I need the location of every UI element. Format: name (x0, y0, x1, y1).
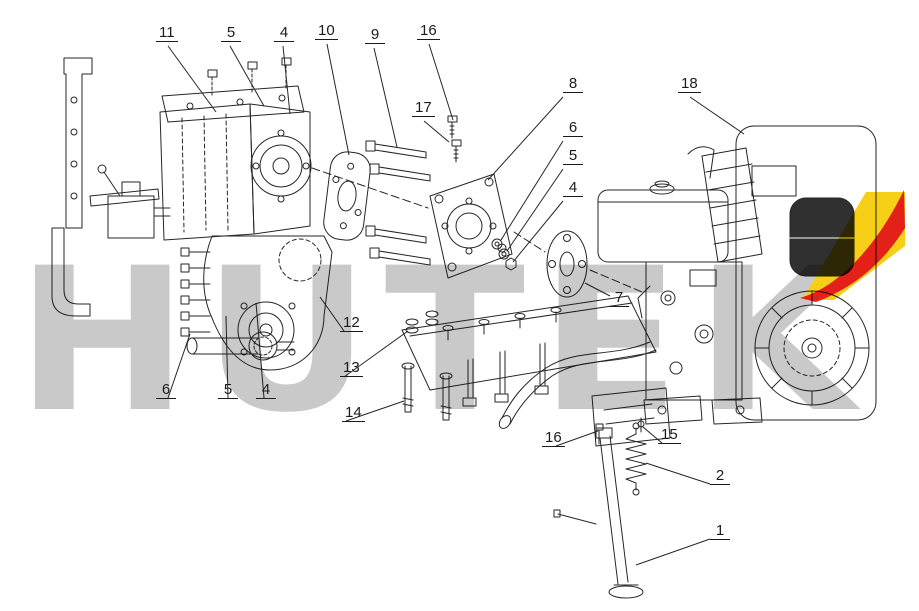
small-bolts-top (447, 115, 462, 163)
axis-dashed-line (589, 269, 643, 293)
spring (625, 422, 647, 496)
washer-stack (491, 238, 517, 271)
axis-dashed-line (311, 167, 429, 209)
bolt-set-left (180, 247, 211, 337)
mount-bracket (591, 387, 671, 447)
bolt-set-frame (401, 362, 453, 421)
flange (546, 230, 588, 298)
mounting-bracket (51, 57, 171, 317)
base-frame (401, 295, 657, 407)
leader-lines (167, 43, 745, 566)
handle-tube (498, 341, 657, 429)
gearbox-housing (159, 57, 312, 241)
lower-gearcase (203, 235, 333, 371)
bolt-set-middle (365, 140, 431, 266)
adapter-plate (429, 173, 513, 279)
gasket (323, 151, 371, 241)
kickstand-leg (553, 427, 644, 599)
diesel-engine (597, 125, 877, 425)
output-shaft (186, 331, 295, 361)
